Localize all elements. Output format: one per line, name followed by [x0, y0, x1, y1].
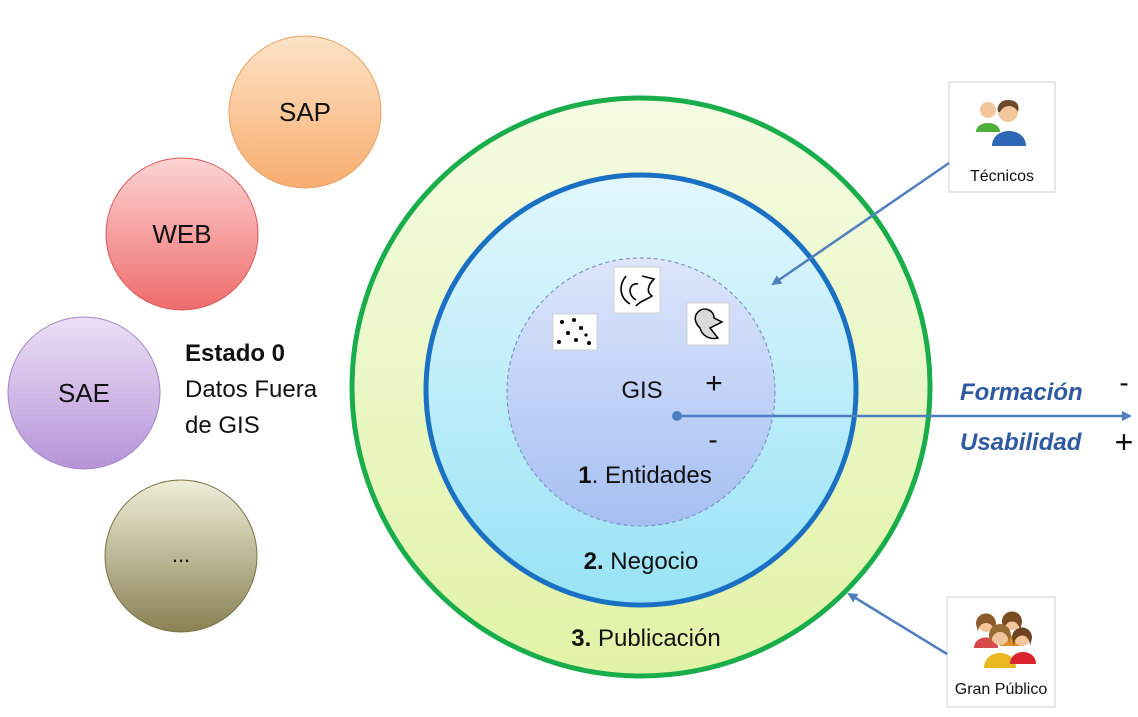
actor-label-publico: Gran Público — [955, 681, 1048, 698]
state0-text: Estado 0 Datos Fuera de GIS — [185, 340, 318, 439]
axis-label-usabilidad: Usabilidad — [960, 429, 1083, 456]
actor-label-tecnicos: Técnicos — [970, 168, 1034, 185]
lines-feature-icon — [613, 266, 661, 314]
actor-publico: Gran Público — [946, 596, 1056, 708]
source-label-more: ... — [172, 542, 190, 567]
formacion-usabilidad-axis — [672, 411, 1132, 421]
source-label-web: WEB — [152, 219, 211, 249]
gis-minus-sign: - — [708, 424, 717, 455]
source-node-sap: SAP — [228, 35, 382, 189]
axis-sign-formacion: - — [1119, 367, 1128, 398]
axis-label-formacion: Formación — [960, 379, 1083, 406]
ring-label-negocio: 2. Negocio — [584, 548, 699, 575]
state0-line2: de GIS — [185, 412, 260, 439]
ring-label-entidades: 1. Entidades — [578, 462, 711, 489]
state0-line1: Datos Fuera — [185, 376, 318, 403]
source-label-sae: SAE — [58, 378, 110, 408]
gis-plus-sign: + — [705, 367, 723, 400]
source-label-sap: SAP — [279, 97, 331, 127]
public-group-icon — [974, 611, 1036, 668]
axis-sign-usabilidad: + — [1115, 424, 1134, 460]
technicians-icon — [976, 100, 1026, 146]
points-feature-icon — [552, 313, 598, 351]
arrow-tecnicos — [771, 161, 950, 286]
actor-tecnicos: Técnicos — [948, 81, 1056, 193]
source-node-sae: SAE — [7, 316, 161, 470]
ring-label-publicacion: 3. Publicación — [571, 625, 720, 652]
gis-label: GIS — [621, 377, 662, 404]
source-node-more: ... — [104, 479, 258, 633]
state0-title: Estado 0 — [185, 340, 285, 367]
source-node-web: WEB — [105, 157, 259, 311]
polygon-feature-icon — [686, 302, 730, 346]
arrow-publico — [847, 592, 948, 656]
